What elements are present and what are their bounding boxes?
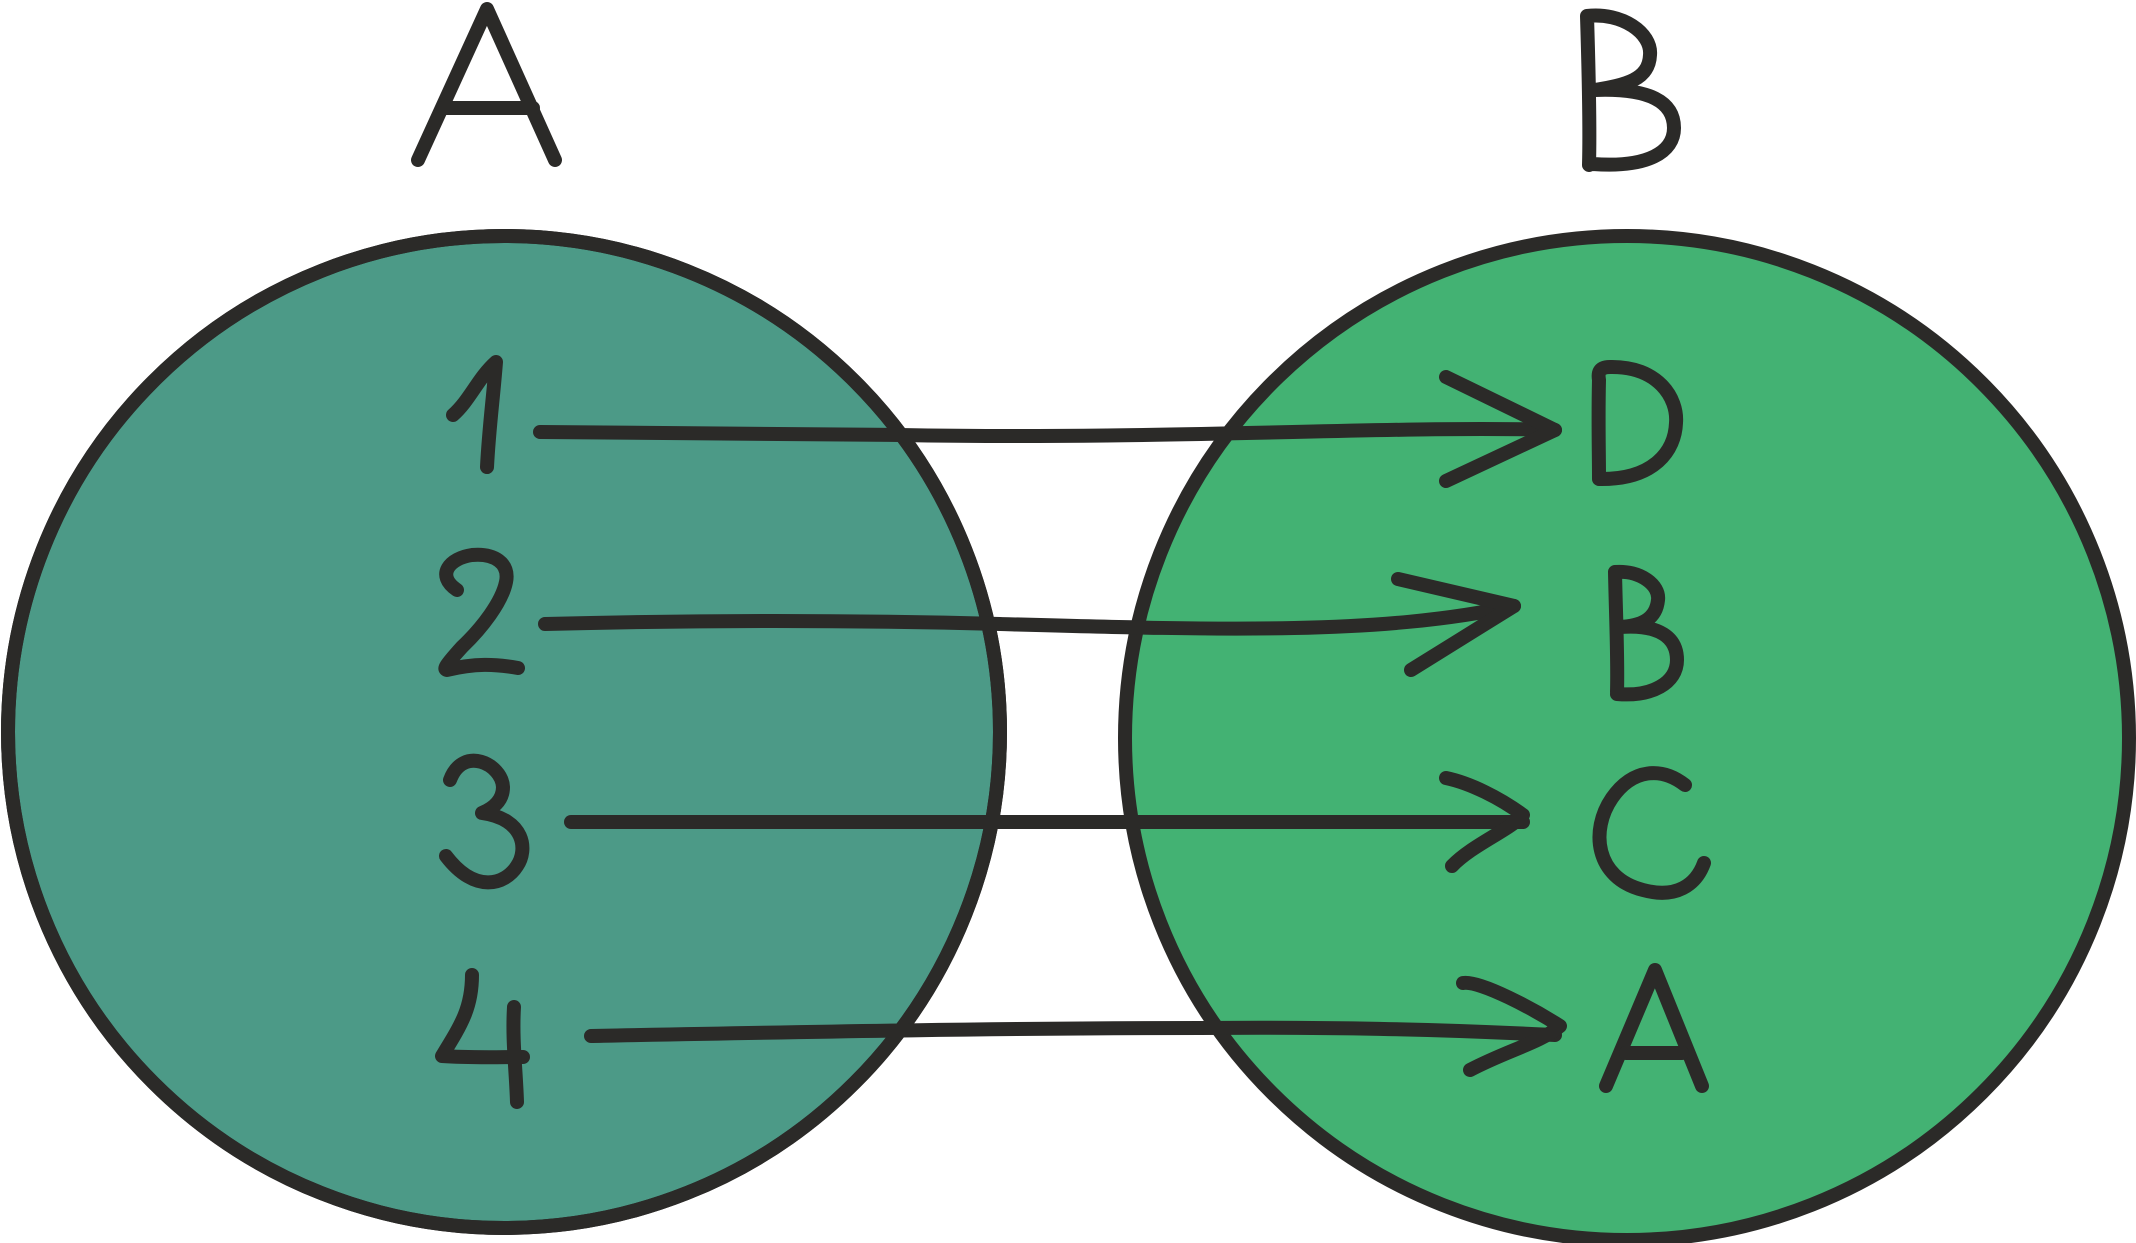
set-a-circle-outline: [1, 229, 1007, 1235]
set-a-element-4: [435, 968, 530, 1109]
mapping-arrow-4-to-a: [584, 975, 1567, 1077]
set-b-element-c: [1592, 766, 1711, 900]
mapping-arrow-1-to-d: [533, 370, 1562, 488]
set-b-title-stroke: [1580, 8, 1681, 172]
set-a-element-1: [446, 355, 503, 474]
mapping-arrow-3-to-c: [564, 771, 1530, 873]
set-a-element-3: [439, 753, 530, 890]
mapping-arrow-2-to-b: [538, 572, 1521, 677]
set-b-element-a: [1599, 963, 1709, 1093]
set-b-element-d: [1591, 359, 1684, 487]
set-a-title-stroke: [411, 2, 562, 167]
set-a-element-2: [438, 547, 525, 677]
set-b-element-b: [1608, 564, 1684, 702]
set-b-title: [1580, 8, 1681, 172]
set-b-circle: [1118, 229, 2136, 1243]
set-a-title: [411, 2, 562, 167]
